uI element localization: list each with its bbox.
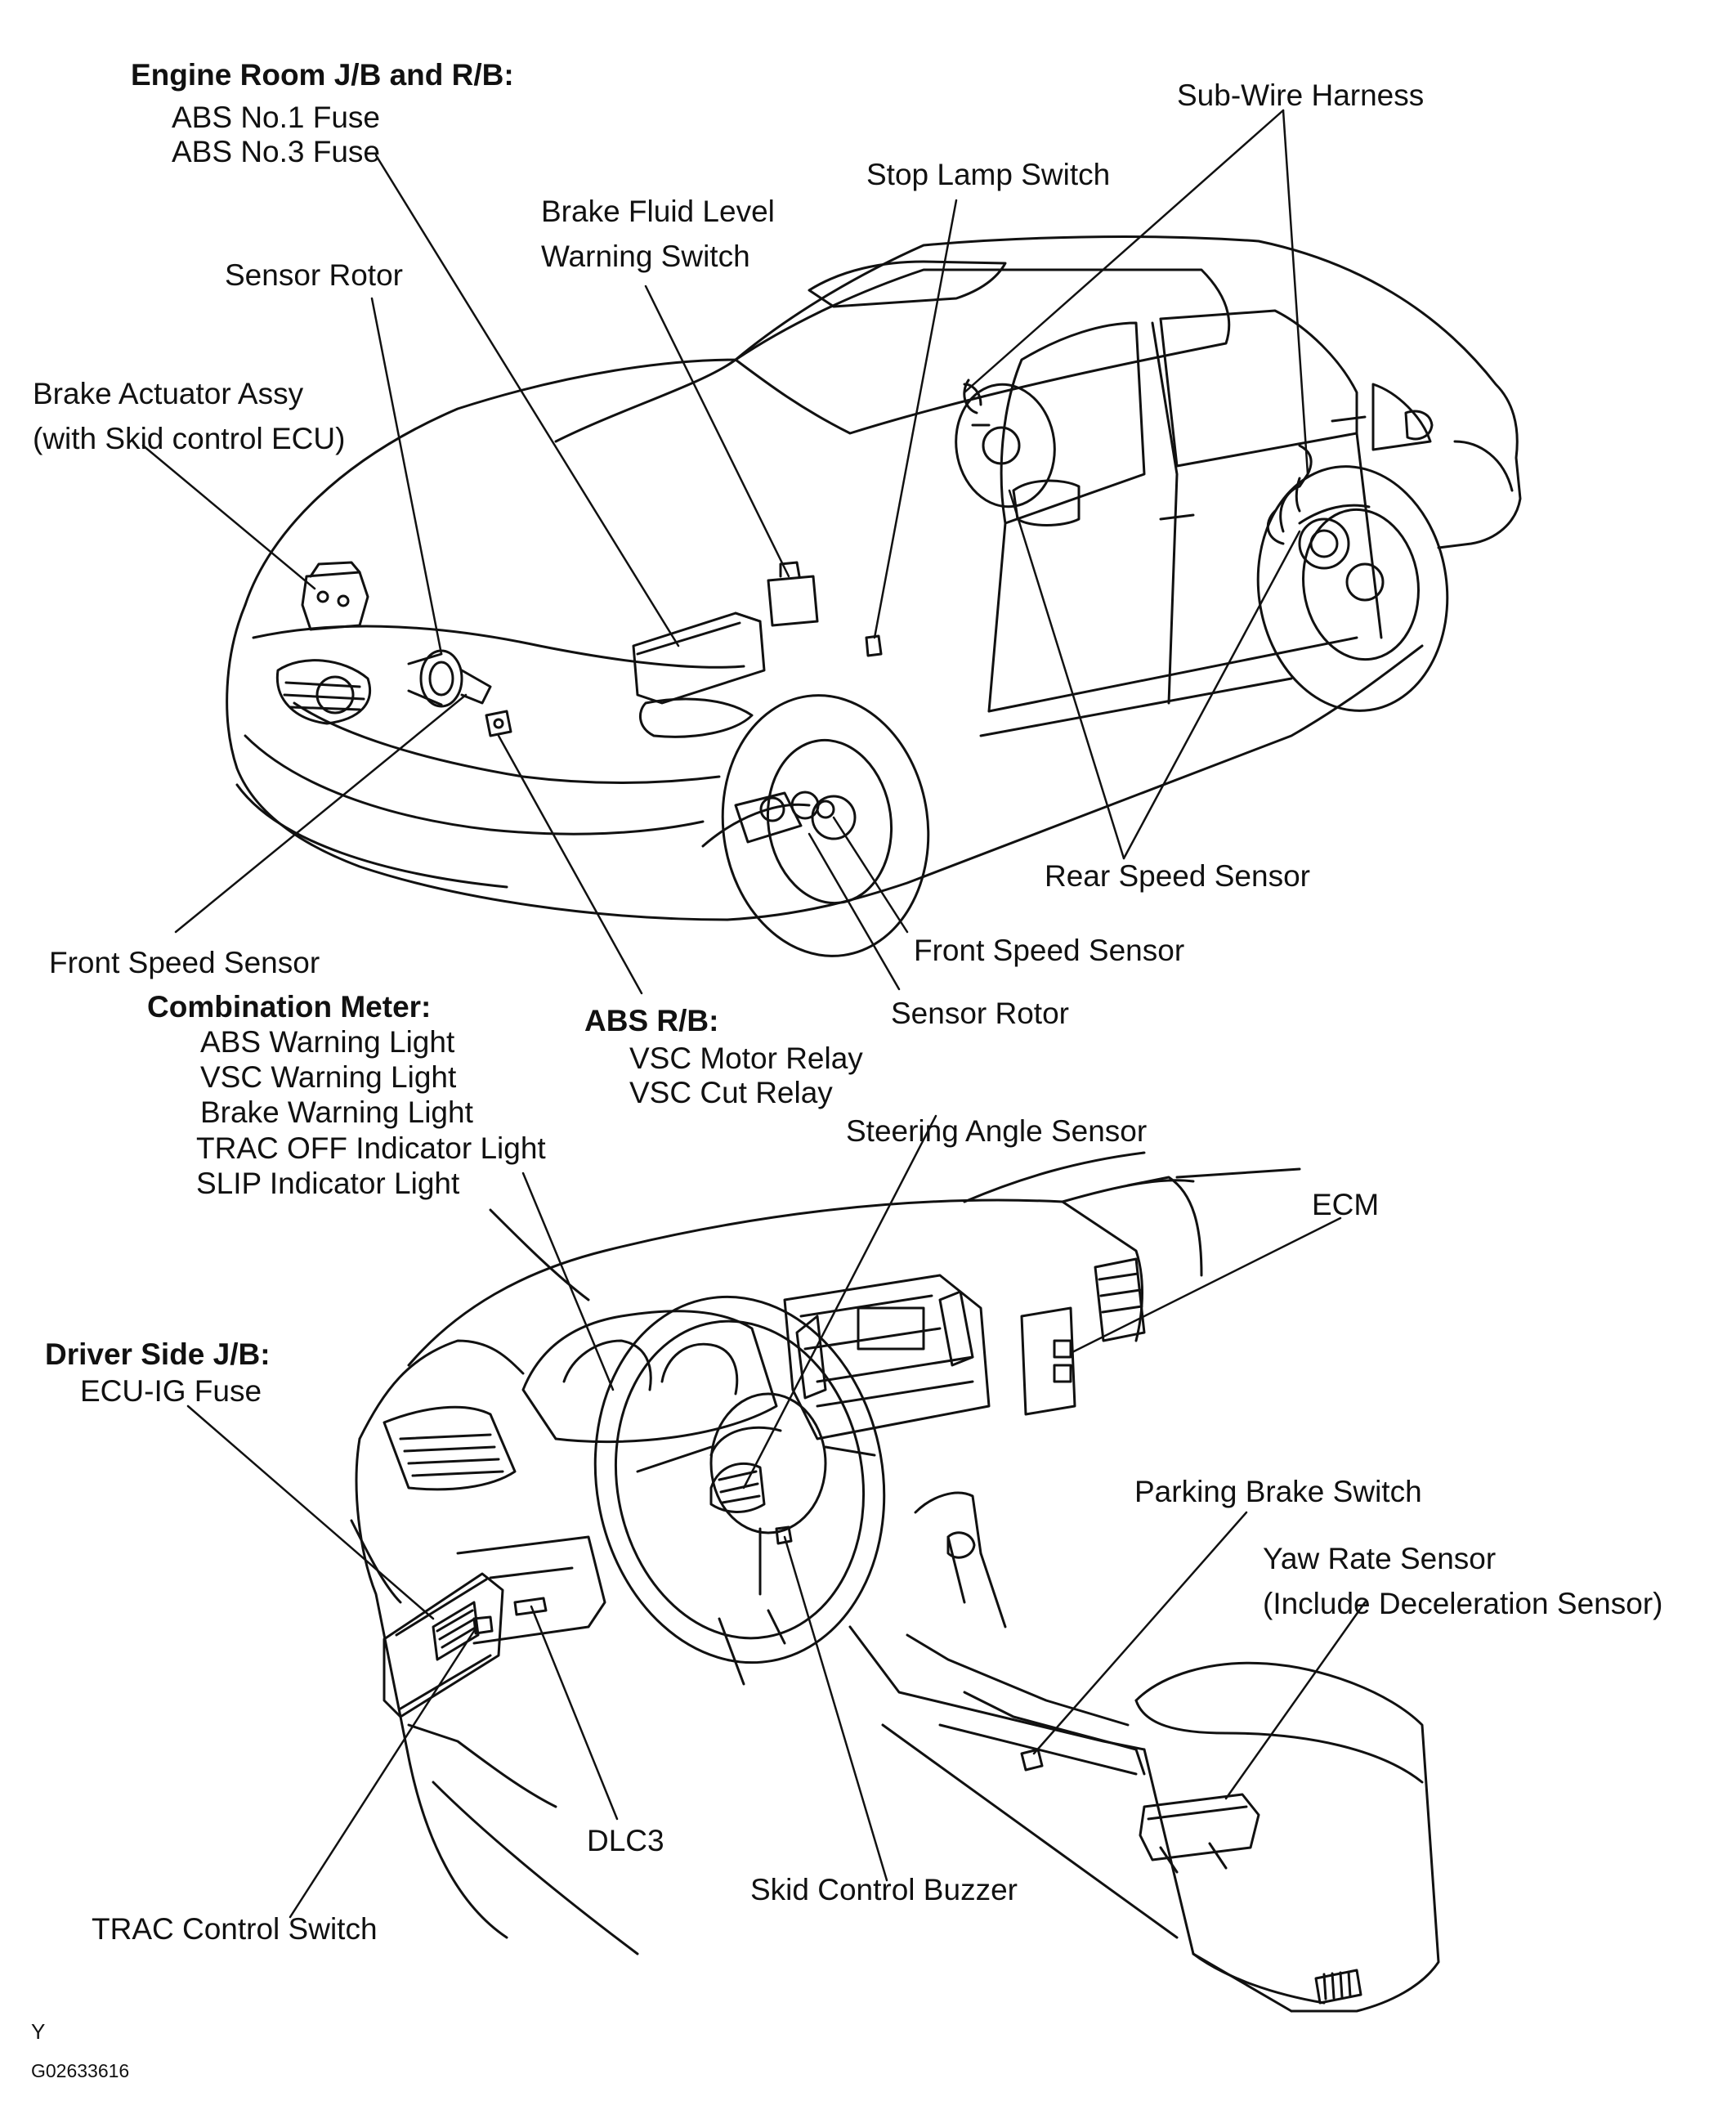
label-abs-no3-fuse: ABS No.3 Fuse <box>172 135 381 168</box>
label-parking-brake-switch: Parking Brake Switch <box>1134 1475 1422 1508</box>
label-engine-room-jb-rb: Engine Room J/B and R/B: <box>131 58 514 92</box>
label-vsc-warning-light: VSC Warning Light <box>200 1060 457 1094</box>
label-brake-fluid-level: Brake Fluid Level <box>541 195 775 228</box>
corner-mark: Y <box>31 2019 46 2044</box>
label-sub-wire-harness: Sub-Wire Harness <box>1177 78 1425 112</box>
label-with-skid-control-ecu: (with Skid control ECU) <box>33 422 346 455</box>
label-yaw-rate-sensor: Yaw Rate Sensor <box>1263 1542 1497 1575</box>
car-body-drawing <box>226 235 1522 957</box>
label-ecu-ig-fuse: ECU-IG Fuse <box>80 1374 262 1408</box>
label-abs-warning-light: ABS Warning Light <box>200 1025 455 1059</box>
label-trac-off-indicator-light: TRAC OFF Indicator Light <box>196 1131 546 1165</box>
label-combination-meter: Combination Meter: <box>147 990 432 1024</box>
label-slip-indicator-light: SLIP Indicator Light <box>196 1167 460 1200</box>
label-sensor-rotor-bottom: Sensor Rotor <box>891 997 1069 1030</box>
label-front-speed-sensor-left: Front Speed Sensor <box>49 946 320 979</box>
label-brake-actuator-assy: Brake Actuator Assy <box>33 377 304 410</box>
label-sensor-rotor-top: Sensor Rotor <box>225 258 403 292</box>
label-brake-warning-light: Brake Warning Light <box>200 1095 473 1129</box>
label-stop-lamp-switch: Stop Lamp Switch <box>866 158 1111 191</box>
figure-code: G02633616 <box>31 2060 130 2081</box>
label-abs-rb: ABS R/B: <box>584 1004 719 1037</box>
label-steering-angle-sensor: Steering Angle Sensor <box>846 1114 1148 1148</box>
label-front-speed-sensor-right: Front Speed Sensor <box>914 934 1185 967</box>
label-trac-control-switch: TRAC Control Switch <box>92 1912 378 1946</box>
label-include-deceleration-sensor: (Include Deceleration Sensor) <box>1263 1587 1663 1620</box>
label-vsc-cut-relay: VSC Cut Relay <box>629 1076 833 1109</box>
leader-lines <box>141 109 1367 1919</box>
label-rear-speed-sensor: Rear Speed Sensor <box>1045 859 1310 893</box>
dashboard-drawing <box>350 1151 1440 2013</box>
label-warning-switch: Warning Switch <box>541 240 750 273</box>
label-vsc-motor-relay: VSC Motor Relay <box>629 1042 863 1075</box>
label-abs-no1-fuse: ABS No.1 Fuse <box>172 101 381 134</box>
label-ecm: ECM <box>1312 1188 1380 1221</box>
label-dlc3: DLC3 <box>587 1824 664 1857</box>
label-skid-control-buzzer: Skid Control Buzzer <box>750 1873 1018 1906</box>
label-driver-side-jb: Driver Side J/B: <box>45 1337 271 1371</box>
